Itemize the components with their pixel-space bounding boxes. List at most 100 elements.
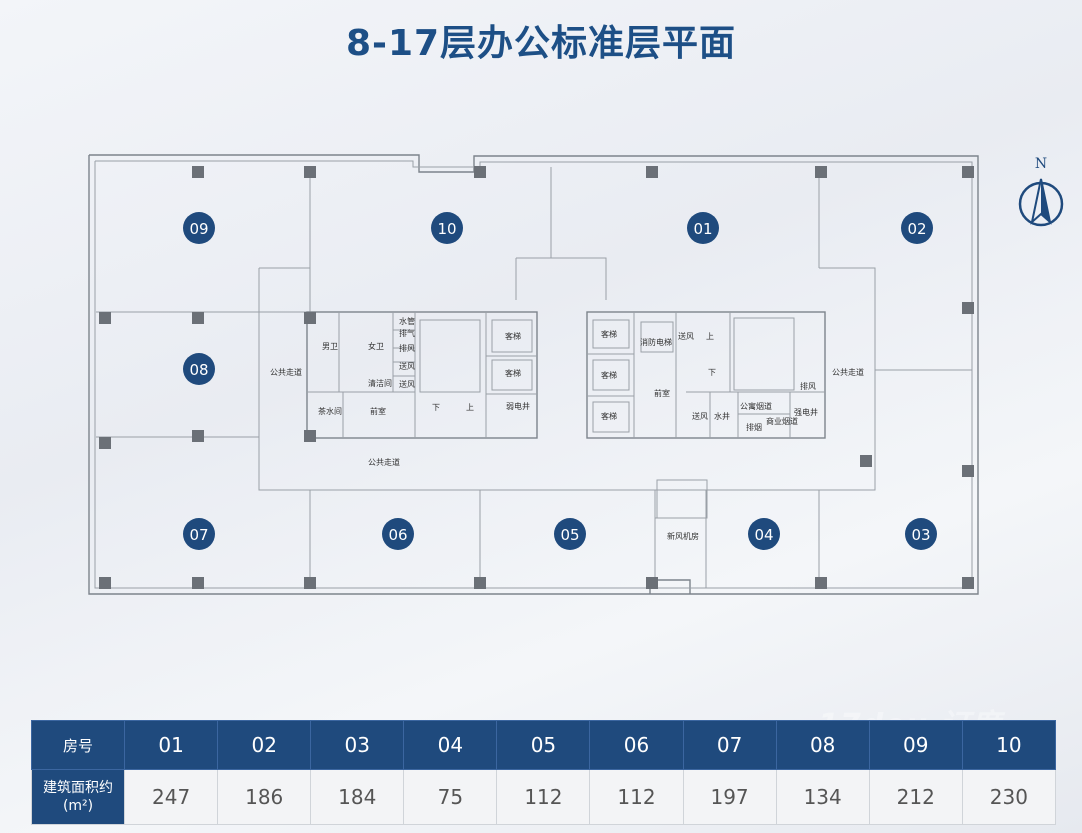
- north-arrow-icon: N: [1018, 156, 1064, 227]
- unit-number-cell: 04: [403, 720, 498, 770]
- room-fresh-air: 新风机房: [667, 531, 699, 541]
- column: [304, 312, 316, 324]
- unit-badge-label: 08: [189, 361, 208, 379]
- unit-badge-circle: [901, 212, 933, 244]
- core-right: [586, 311, 826, 519]
- stair-up-left: 上: [466, 403, 474, 412]
- stair-down-left: 下: [432, 403, 440, 412]
- room-supply2: 送风: [399, 379, 415, 389]
- room-number-label: 房号: [30, 720, 126, 770]
- room-retail-flue: 商业烟道: [766, 416, 798, 426]
- room-elevator3: 客梯: [601, 329, 617, 339]
- unit-area-cell: 186: [217, 769, 312, 825]
- outer-walls: [88, 154, 979, 595]
- compass-label: N: [1035, 156, 1047, 172]
- unit-area-cell: 197: [682, 769, 777, 825]
- unit-area-cell: 230: [961, 769, 1057, 825]
- unit-badge-label: 06: [388, 526, 407, 544]
- room-water-pipe: 水管: [399, 316, 415, 326]
- unit-badge-circle: [905, 518, 937, 550]
- room-elevator2: 客梯: [505, 368, 521, 378]
- unit-badge-06[interactable]: 06: [382, 518, 414, 550]
- column: [962, 302, 974, 314]
- column: [304, 577, 316, 589]
- column: [99, 437, 111, 449]
- column: [474, 577, 486, 589]
- corridor-bottom: 公共走道: [368, 457, 400, 467]
- room-labels: 男卫 女卫 水管 排气 排风 送风 送风 清洁间 茶水间 前室 下 上 客梯 客…: [270, 316, 864, 541]
- unit-badge-label: 09: [189, 220, 208, 238]
- unit-badge-07[interactable]: 07: [183, 518, 215, 550]
- unit-number-cell: 07: [682, 720, 777, 770]
- unit-area-cell: 112: [496, 769, 591, 825]
- core-left: [306, 311, 538, 439]
- unit-number-cell: 02: [217, 720, 312, 770]
- unit-badge-label: 10: [437, 220, 456, 238]
- column: [962, 166, 974, 178]
- unit-badge-circle: [554, 518, 586, 550]
- unit-number-cell: 01: [124, 720, 219, 770]
- room-elevator4: 客梯: [601, 370, 617, 380]
- unit-badge-label: 01: [693, 220, 712, 238]
- unit-badge-circle: [183, 212, 215, 244]
- column: [192, 312, 204, 324]
- unit-badge-circle: [382, 518, 414, 550]
- room-elevator1: 客梯: [505, 331, 521, 341]
- unit-badge-label: 03: [911, 526, 930, 544]
- column: [646, 577, 658, 589]
- stair-up-right: 上: [706, 332, 714, 341]
- room-supply-r1: 送风: [678, 331, 694, 341]
- room-exhaust-r: 排风: [800, 381, 816, 391]
- column: [815, 166, 827, 178]
- structural-columns: [99, 166, 974, 589]
- room-exhaust: 排气: [399, 328, 415, 338]
- room-fire-elevator: 消防电梯: [640, 337, 672, 347]
- room-weak-shaft: 弱电井: [506, 401, 530, 411]
- unit-badge-circle: [183, 518, 215, 550]
- column: [192, 430, 204, 442]
- floor-plan: 男卫 女卫 水管 排气 排风 送风 送风 清洁间 茶水间 前室 下 上 客梯 客…: [88, 154, 979, 595]
- column: [474, 166, 486, 178]
- unit-badge-10[interactable]: 10: [431, 212, 463, 244]
- unit-badge-02[interactable]: 02: [901, 212, 933, 244]
- unit-badge-04[interactable]: 04: [748, 518, 780, 550]
- unit-area-cell: 212: [868, 769, 963, 825]
- unit-number-cell: 05: [496, 720, 591, 770]
- room-water-shaft: 水井: [714, 411, 730, 421]
- unit-badge-03[interactable]: 03: [905, 518, 937, 550]
- unit-badge-08[interactable]: 08: [183, 353, 215, 385]
- area-label-line2: (m²): [62, 798, 94, 814]
- unit-badge-label: 02: [907, 220, 926, 238]
- unit-badge-09[interactable]: 09: [183, 212, 215, 244]
- room-women: 女卫: [368, 341, 384, 351]
- room-supply: 送风: [399, 361, 415, 371]
- unit-area-cell: 184: [310, 769, 405, 825]
- unit-badge-05[interactable]: 05: [554, 518, 586, 550]
- unit-number-cell: 10: [961, 720, 1057, 770]
- page-title: 8-17层办公标准层平面: [345, 23, 737, 64]
- room-smoke-exhaust: 排烟: [746, 422, 762, 432]
- unit-area-cell: 75: [403, 769, 498, 825]
- room-elevator5: 客梯: [601, 411, 617, 421]
- unit-number-cell: 03: [310, 720, 405, 770]
- room-janitor: 清洁间: [368, 378, 392, 388]
- room-tea: 茶水间: [318, 406, 342, 416]
- unit-badge-circle: [687, 212, 719, 244]
- unit-area-cell: 112: [589, 769, 684, 825]
- unit-badge-circle: [748, 518, 780, 550]
- area-label-line1: 建筑面积约: [43, 780, 114, 796]
- room-strong-shaft: 强电井: [794, 407, 818, 417]
- unit-badge-label: 07: [189, 526, 208, 544]
- unit-area-cell: 134: [775, 769, 870, 825]
- room-lobby-right: 前室: [654, 388, 670, 398]
- column: [962, 465, 974, 477]
- stair-down-right: 下: [708, 368, 716, 377]
- unit-badge-circle: [431, 212, 463, 244]
- column: [192, 166, 204, 178]
- unit-badge-01[interactable]: 01: [687, 212, 719, 244]
- room-lobby-left: 前室: [370, 406, 386, 416]
- room-public-flue: 公寓烟道: [740, 401, 772, 411]
- column: [646, 166, 658, 178]
- room-supply-r2: 送风: [692, 411, 708, 421]
